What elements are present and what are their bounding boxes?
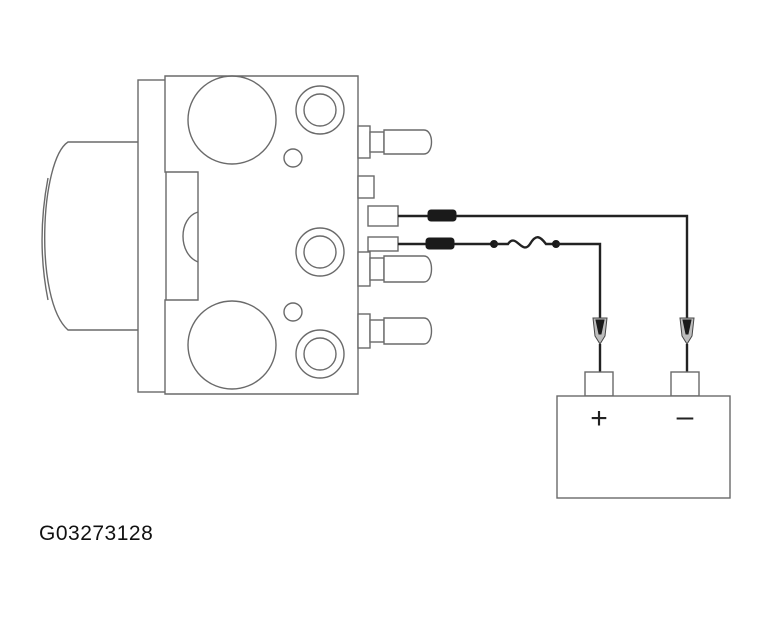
negative-symbol: – bbox=[677, 400, 694, 433]
lower-bore bbox=[187, 300, 277, 390]
positive-symbol: + bbox=[590, 402, 608, 435]
negative-terminal bbox=[670, 371, 700, 397]
fitting-lower bbox=[357, 313, 433, 349]
hydraulic-control-unit bbox=[41, 75, 433, 395]
fitting-upper bbox=[357, 125, 433, 159]
ground-pin-clip bbox=[427, 209, 457, 222]
connector-pin-ground bbox=[367, 205, 399, 227]
battery-case bbox=[556, 395, 731, 499]
negative-clip bbox=[679, 317, 695, 372]
power-pin-clip bbox=[425, 237, 455, 250]
fuse bbox=[494, 236, 556, 249]
positive-terminal bbox=[584, 371, 614, 397]
negative-lead bbox=[398, 209, 689, 318]
connector-housing bbox=[357, 175, 375, 199]
battery: + – bbox=[556, 371, 731, 499]
positive-clip bbox=[592, 317, 608, 372]
motor-flange bbox=[137, 79, 167, 393]
upper-bore bbox=[187, 75, 277, 165]
fitting-middle bbox=[357, 251, 433, 287]
figure-id: G03273128 bbox=[39, 522, 154, 545]
connector-pin-power bbox=[367, 236, 399, 252]
pump-motor bbox=[44, 141, 141, 331]
positive-lead bbox=[398, 236, 602, 318]
